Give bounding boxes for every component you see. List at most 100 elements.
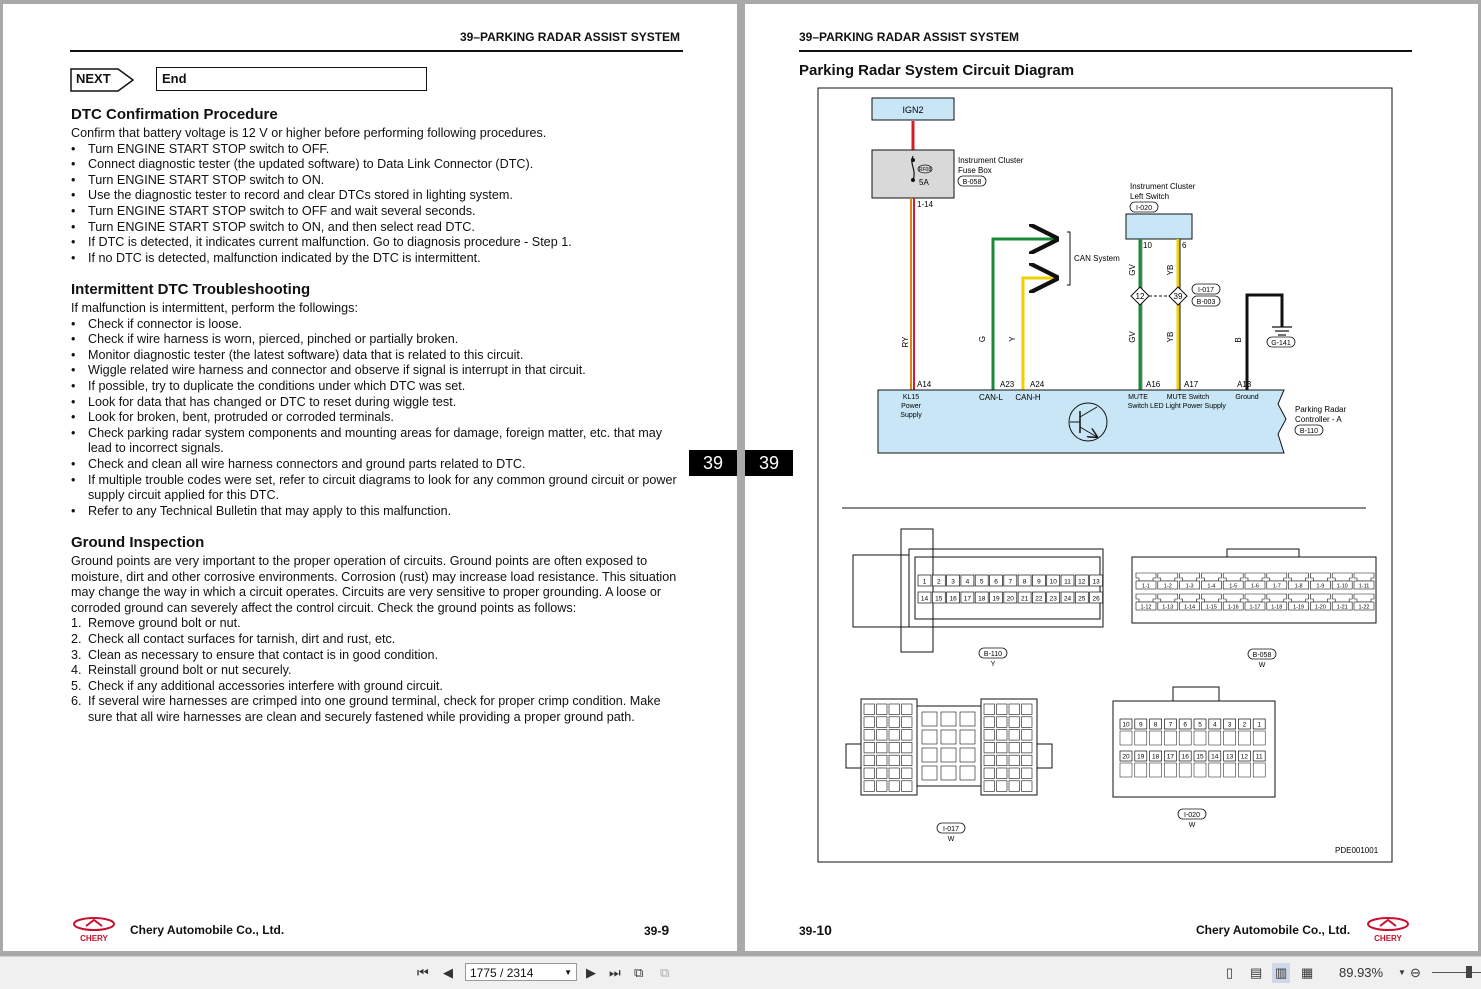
list-item-text: If several wire harnesses are crimped in…: [88, 694, 661, 724]
connector-pin: [1222, 601, 1244, 611]
connector-cavity: [1008, 729, 1020, 741]
next-page-icon[interactable]: ▶: [586, 965, 596, 980]
connector-pin: [989, 591, 1003, 604]
pin-number: 4: [966, 579, 970, 586]
switch-code: I-020: [1136, 205, 1152, 212]
connector-pin: [974, 574, 989, 587]
pin-label: A24: [1030, 380, 1045, 389]
connector-pin: [1119, 718, 1133, 730]
list-item-text: Monitor diagnostic tester (the latest so…: [88, 347, 524, 362]
back-view-icon[interactable]: ⧉: [634, 965, 644, 980]
pin-number: 16: [1182, 754, 1190, 761]
single-page-icon[interactable]: ▯: [1226, 965, 1234, 980]
company-name: Chery Automobile Co., Ltd.: [130, 923, 285, 937]
pin-number: 8: [1023, 579, 1027, 586]
connector-pin: [1353, 601, 1375, 611]
connector-pin: [1244, 601, 1266, 611]
forward-view-icon[interactable]: ⧉: [660, 965, 670, 980]
connector-cavity: [901, 754, 913, 767]
connector-cavity: [888, 729, 900, 741]
continuous-icon[interactable]: ▤: [1250, 965, 1263, 980]
pin-number: 10: [1122, 722, 1130, 729]
zoom-out-icon[interactable]: ⊖: [1410, 965, 1421, 980]
connector-pin: [1310, 580, 1331, 590]
wire-label: YB: [1166, 265, 1175, 276]
page-field-value: 1775 / 2314: [470, 966, 534, 980]
terminal-slot: [1238, 730, 1251, 746]
pin-number: 1-3: [1186, 584, 1194, 590]
figure-code: PDE001001: [1335, 846, 1379, 855]
bullet: •: [71, 410, 76, 425]
pin-number: 23: [1050, 596, 1058, 603]
connector-pin: [1331, 580, 1353, 590]
right-page: 39–PARKING RADAR ASSIST SYSTEM Parking R…: [745, 4, 1478, 951]
terminal-slot: [1157, 572, 1179, 582]
pin-number: 18: [1152, 754, 1160, 761]
connector-pin: [1238, 750, 1251, 762]
terminal-slot: [1164, 730, 1177, 746]
pin-number: 1: [923, 579, 927, 586]
header-rule: [70, 50, 683, 52]
bullet: •: [71, 188, 76, 203]
pin-number: 2: [1243, 722, 1247, 729]
connector-cavity: [1008, 742, 1020, 754]
terminal-slot: [1179, 572, 1200, 582]
page-number-input[interactable]: 1775 / 2314▼: [465, 963, 577, 981]
connector-pin: [1266, 580, 1288, 590]
terminal-slot: [1310, 593, 1331, 603]
pin-number: 1-22: [1358, 605, 1369, 611]
next-value: End: [162, 71, 187, 86]
chevron-down-icon[interactable]: ▼: [1398, 968, 1406, 977]
pin-number: 1-17: [1249, 605, 1260, 611]
pin-number: 1-2: [1164, 584, 1172, 590]
connector-cavity: [863, 729, 875, 741]
list-number: 3.: [71, 647, 82, 662]
switch-label: Left Switch: [1130, 192, 1169, 201]
pin-number: 14: [921, 596, 929, 603]
connector-cavity: [863, 742, 875, 754]
bullet: •: [71, 394, 76, 409]
zoom-level[interactable]: 89.93%: [1339, 965, 1384, 980]
zoom-slider-handle[interactable]: [1466, 966, 1472, 978]
continuous-facing-icon[interactable]: ▦: [1301, 965, 1314, 980]
list-item: 3.Clean as necessary to ensure that cont…: [71, 648, 681, 664]
prev-page-icon[interactable]: ◀: [443, 965, 453, 980]
connector-pin: [960, 574, 975, 587]
connector-cavity: [876, 780, 888, 792]
splice-diamond: [1168, 286, 1188, 306]
facing-pages-icon[interactable]: ▥: [1272, 963, 1291, 983]
pin-number: 15: [1196, 754, 1204, 761]
list-item: 2.Check all contact surfaces for tarnish…: [71, 632, 681, 648]
connector-cavity: [863, 703, 875, 715]
terminal-slot: [1208, 762, 1222, 778]
connector-cavity: [1021, 729, 1033, 741]
fuse-id: RF08: [919, 167, 931, 173]
pin-number: 21: [1021, 596, 1029, 603]
last-page-icon[interactable]: ⏭: [609, 965, 621, 980]
connector-cavity: [1021, 716, 1033, 728]
zoom-slider[interactable]: [1432, 972, 1481, 973]
pin-number: 11: [1064, 579, 1071, 586]
connector-pin: [1178, 750, 1192, 762]
fuse-icon: [911, 155, 915, 181]
connector-cavity: [1021, 780, 1033, 792]
connector-pin: [1223, 750, 1236, 762]
bullet: •: [71, 203, 76, 218]
can-bracket: [1067, 231, 1071, 286]
connector-cavity: [901, 742, 913, 754]
terminal-slot: [1201, 593, 1222, 603]
connector-cavity: [983, 729, 995, 741]
connector-cavity: [996, 767, 1008, 779]
left-page: 39–PARKING RADAR ASSIST SYSTEM NEXT End …: [3, 4, 737, 951]
first-page-icon[interactable]: ⏮: [417, 965, 429, 980]
header-rule: [799, 50, 1412, 52]
page-number: 39-10: [799, 922, 832, 938]
list-item-text: Check parking radar system components an…: [88, 425, 663, 456]
list-number: 5.: [71, 678, 82, 693]
terminal-slot: [1178, 762, 1192, 778]
pin-function: MUTE Switch: [1167, 394, 1210, 401]
terminal-slot: [1331, 593, 1353, 603]
wire-label: GV: [1128, 264, 1137, 276]
logo-text: CHERY: [1374, 934, 1402, 943]
connector-pin: [1119, 750, 1133, 762]
